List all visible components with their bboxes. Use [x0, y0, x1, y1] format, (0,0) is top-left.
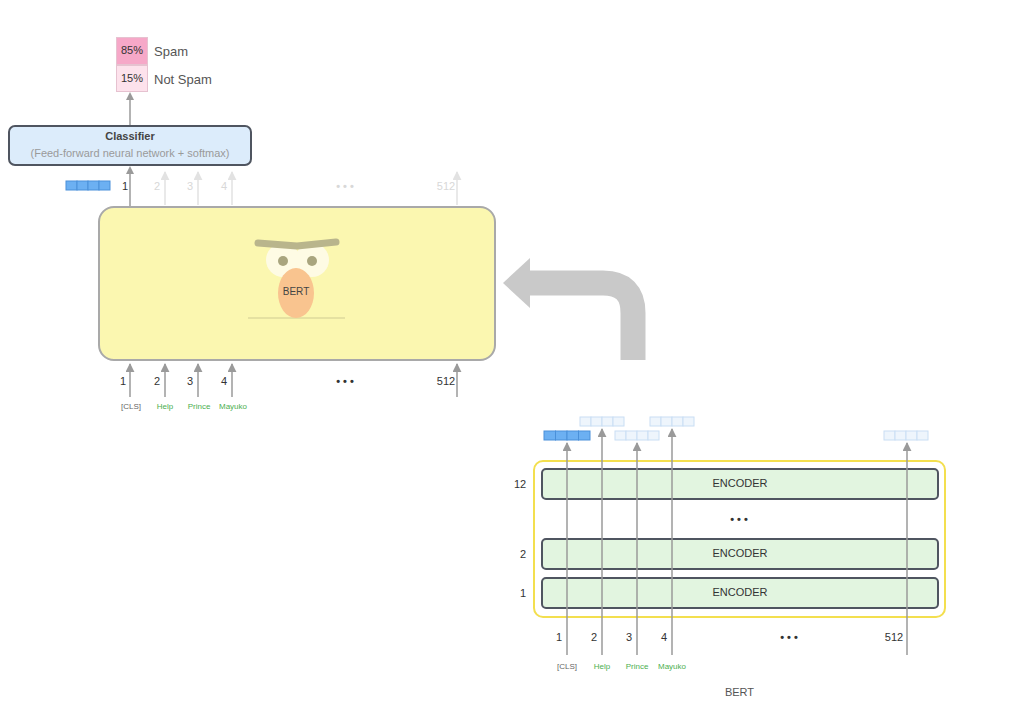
position-number: 512	[885, 632, 903, 643]
vector-cell	[906, 431, 917, 440]
faded-arrow	[164, 172, 166, 205]
position-number: 4	[661, 632, 667, 643]
vector-cell	[648, 431, 659, 440]
ellipsis: • • •	[336, 181, 354, 192]
vector-cell	[626, 431, 637, 440]
flow-arrow	[503, 258, 633, 360]
encoder-layer: ENCODER	[541, 468, 939, 500]
encoder-layer: ENCODER	[541, 577, 939, 609]
position-number: 2	[591, 632, 597, 643]
data-arrow	[126, 92, 134, 125]
input-arrows	[130, 364, 457, 397]
node-title: BERT	[535, 686, 944, 700]
position-number: 3	[626, 632, 632, 643]
faded-arrows	[165, 172, 457, 205]
input-arrow	[129, 364, 131, 397]
vector-cell	[602, 417, 613, 426]
input-arrow	[164, 364, 166, 397]
input-token: [CLS]	[121, 403, 141, 411]
position-number: 1	[120, 376, 126, 387]
vector-cell	[650, 417, 661, 426]
node-title: ENCODER	[712, 586, 767, 600]
input-arrow	[197, 364, 199, 397]
layer-number: 1	[520, 588, 526, 599]
faded-arrow	[456, 172, 458, 205]
vector-cell	[672, 417, 683, 426]
ellipsis: • • •	[730, 514, 748, 525]
arrow-head	[126, 92, 134, 100]
ellipsis: • • •	[336, 376, 354, 387]
vector-cell	[637, 431, 648, 440]
arrow-head	[126, 166, 134, 174]
cls-output-vector	[544, 431, 590, 440]
vector-cell	[661, 417, 672, 426]
vector-cell	[580, 417, 591, 426]
layer-number: 12	[514, 479, 526, 490]
node-title: 15%	[121, 72, 143, 86]
position-number: 512	[437, 376, 455, 387]
layer-number: 2	[520, 549, 526, 560]
position-number: 1	[556, 632, 562, 643]
input-token: Help	[594, 663, 610, 671]
class-label: Spam	[154, 45, 188, 58]
faded-output-vectors	[580, 417, 928, 440]
position-number: 3	[187, 181, 193, 192]
input-arrow	[231, 364, 233, 397]
encoder-layer: ENCODER	[541, 538, 939, 570]
flow-arrow-shaft	[529, 283, 633, 360]
vector-cell	[556, 431, 568, 440]
arrow-line	[129, 100, 131, 125]
vector-cell	[613, 417, 624, 426]
node-title: Classifier	[105, 130, 155, 144]
classifier-box: Classifier (Feed-forward neural network +…	[8, 125, 252, 166]
node-title: BERT	[276, 286, 316, 299]
stack-vectors	[544, 417, 928, 440]
vector-cell	[88, 181, 99, 190]
input-token: [CLS]	[557, 663, 577, 671]
position-number: 4	[221, 376, 227, 387]
vector-cell	[66, 181, 77, 190]
probability-box: 15%	[116, 65, 148, 92]
input-token: Help	[157, 403, 173, 411]
input-arrow	[456, 364, 458, 397]
vector-cell	[884, 431, 895, 440]
vector-cell	[615, 431, 626, 440]
position-number: 2	[154, 376, 160, 387]
encoder-stack: BERTENCODERENCODERENCODER	[533, 460, 946, 618]
arrow-head	[503, 258, 530, 308]
vector-cell	[917, 431, 928, 440]
ellipsis: • • •	[780, 632, 798, 643]
vector-cell	[683, 417, 694, 426]
vector-cell	[579, 431, 591, 440]
input-token: Mayuko	[219, 403, 247, 411]
cls-vector	[66, 181, 110, 190]
node-title: ENCODER	[712, 477, 767, 491]
input-token: Prince	[188, 403, 211, 411]
input-token: Mayuko	[658, 663, 686, 671]
vector-cell	[567, 431, 579, 440]
arrow-line	[129, 174, 131, 206]
vector-cell	[591, 417, 602, 426]
node-title: ENCODER	[712, 547, 767, 561]
position-number: 2	[154, 181, 160, 192]
position-number: 1	[122, 181, 128, 192]
node-subtitle: (Feed-forward neural network + softmax)	[31, 147, 230, 161]
position-number: 4	[221, 181, 227, 192]
position-number: 512	[437, 181, 455, 192]
vector-cell	[895, 431, 906, 440]
faded-arrow	[197, 172, 199, 205]
probability-box: 85%	[116, 37, 148, 65]
faded-arrow	[231, 172, 233, 205]
input-token: Prince	[626, 663, 649, 671]
class-label: Not Spam	[154, 73, 212, 86]
vector-cell	[544, 431, 556, 440]
vector-cell	[77, 181, 88, 190]
vector-cell	[99, 181, 110, 190]
position-number: 3	[187, 376, 193, 387]
node-title: 85%	[121, 44, 143, 58]
model-box: BERT	[98, 206, 496, 361]
